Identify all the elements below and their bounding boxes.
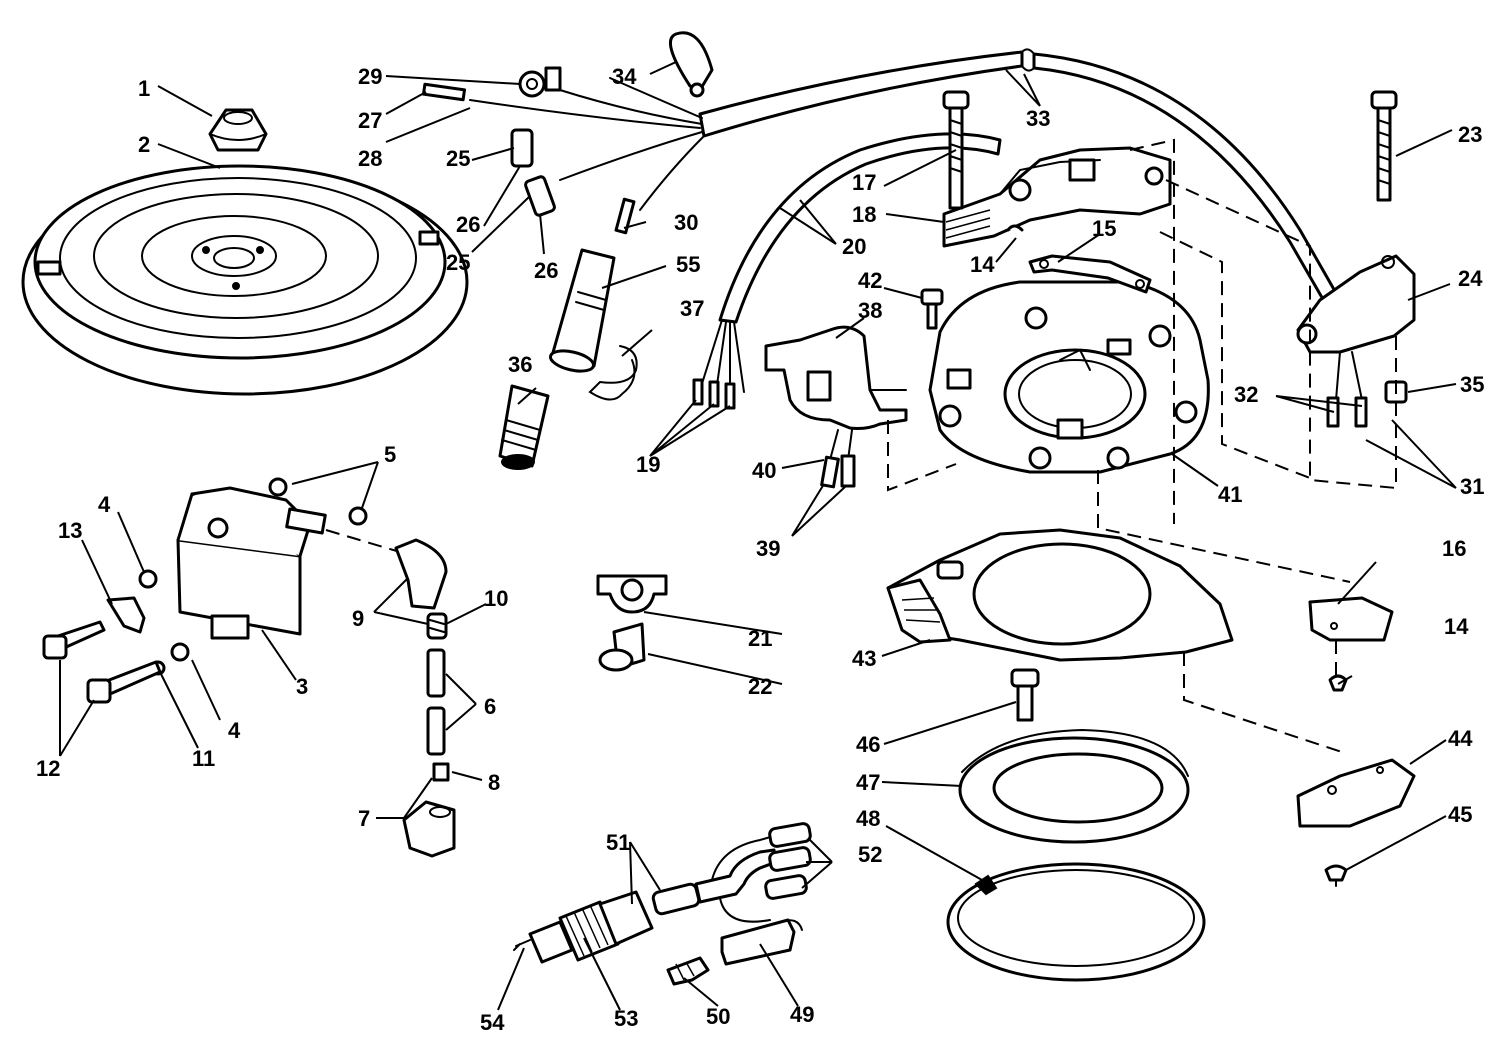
flywheel-part bbox=[21, 164, 469, 396]
timer-base-plate-part bbox=[886, 528, 1234, 662]
callout-8: 8 bbox=[488, 770, 500, 795]
callout-23: 23 bbox=[1458, 122, 1482, 147]
callout-47: 47 bbox=[856, 770, 880, 795]
flywheel-nut-part bbox=[208, 108, 268, 152]
callout-33: 33 bbox=[1026, 106, 1050, 131]
spark-plug-boot-part bbox=[548, 248, 616, 373]
callout-54: 54 bbox=[480, 1010, 505, 1035]
callout-1: 1 bbox=[138, 76, 150, 101]
callout-52: 52 bbox=[858, 842, 882, 867]
callout-12: 12 bbox=[36, 756, 60, 781]
callout-labels: 1 2 3 4 4 5 6 7 8 9 10 11 12 13 14 14 15… bbox=[36, 64, 1484, 1035]
callout-39: 39 bbox=[756, 536, 780, 561]
callout-18: 18 bbox=[852, 202, 876, 227]
callout-3: 3 bbox=[296, 674, 308, 699]
stator-lead-wire-part bbox=[699, 132, 1002, 395]
clips-part bbox=[666, 918, 803, 986]
callout-7: 7 bbox=[358, 806, 370, 831]
ignition-coil-part bbox=[176, 486, 327, 640]
alignment-lines bbox=[887, 138, 1397, 753]
callout-53: 53 bbox=[614, 1006, 638, 1031]
callout-29: 29 bbox=[358, 64, 382, 89]
callout-43: 43 bbox=[852, 646, 876, 671]
callout-10: 10 bbox=[484, 586, 508, 611]
callout-17: 17 bbox=[852, 170, 876, 195]
callout-16: 16 bbox=[1442, 536, 1466, 561]
coil-axis-line bbox=[325, 529, 401, 553]
callout-26a: 26 bbox=[456, 212, 480, 237]
callout-38: 38 bbox=[858, 298, 882, 323]
callout-13: 13 bbox=[58, 518, 82, 543]
callout-2: 2 bbox=[138, 132, 150, 157]
charge-coil-part bbox=[764, 325, 908, 489]
callout-44: 44 bbox=[1448, 726, 1473, 751]
callout-50: 50 bbox=[706, 1004, 730, 1029]
screw-42-part bbox=[920, 288, 944, 330]
callout-27: 27 bbox=[358, 108, 382, 133]
callout-51: 51 bbox=[606, 830, 630, 855]
callout-48: 48 bbox=[856, 806, 880, 831]
bracket-15-part bbox=[1006, 224, 1152, 294]
callout-5: 5 bbox=[384, 442, 396, 467]
callout-42: 42 bbox=[858, 268, 882, 293]
callout-22: 22 bbox=[748, 674, 772, 699]
callout-55: 55 bbox=[676, 252, 700, 277]
armature-plate-part bbox=[1308, 596, 1394, 692]
callout-15: 15 bbox=[1092, 216, 1116, 241]
callout-4b: 4 bbox=[228, 718, 241, 743]
callout-34: 34 bbox=[612, 64, 637, 89]
callout-25a: 25 bbox=[446, 146, 470, 171]
callout-4a: 4 bbox=[98, 492, 111, 517]
callout-20: 20 bbox=[842, 234, 866, 259]
callout-21: 21 bbox=[748, 626, 772, 651]
power-pack-part bbox=[942, 90, 1172, 248]
callout-40: 40 bbox=[752, 458, 776, 483]
plug-cap-parts bbox=[394, 538, 456, 858]
callout-35: 35 bbox=[1460, 372, 1484, 397]
stator-plate-part bbox=[928, 280, 1210, 474]
callout-31: 31 bbox=[1460, 474, 1484, 499]
callout-19: 19 bbox=[636, 452, 660, 477]
callout-24: 24 bbox=[1458, 266, 1483, 291]
callout-37: 37 bbox=[680, 296, 704, 321]
callout-46: 46 bbox=[856, 732, 880, 757]
counterweight-part bbox=[1296, 758, 1416, 887]
callout-49: 49 bbox=[790, 1002, 814, 1027]
grommet-part bbox=[596, 574, 668, 672]
callout-28: 28 bbox=[358, 146, 382, 171]
lead-wire-part bbox=[651, 822, 812, 923]
wire-clip-part bbox=[588, 345, 638, 401]
leader-lines bbox=[59, 61, 1457, 1011]
spark-plug-part bbox=[513, 890, 654, 964]
wire-terminals-part bbox=[421, 66, 636, 235]
callout-9: 9 bbox=[352, 606, 364, 631]
callout-32: 32 bbox=[1234, 382, 1258, 407]
callout-14b: 14 bbox=[1444, 614, 1469, 639]
callout-45: 45 bbox=[1448, 802, 1472, 827]
callout-30: 30 bbox=[674, 210, 698, 235]
callout-6: 6 bbox=[484, 694, 496, 719]
callout-25b: 25 bbox=[446, 250, 470, 275]
boot-part bbox=[498, 384, 550, 470]
callout-14a: 14 bbox=[970, 252, 995, 277]
callout-36: 36 bbox=[508, 352, 532, 377]
callout-26b: 26 bbox=[534, 258, 558, 283]
callout-11: 11 bbox=[192, 746, 215, 771]
callout-41: 41 bbox=[1218, 482, 1242, 507]
retainer-ring-parts bbox=[946, 668, 1206, 982]
cable-tie-part bbox=[668, 31, 714, 98]
bullet-connectors-part bbox=[692, 378, 736, 410]
